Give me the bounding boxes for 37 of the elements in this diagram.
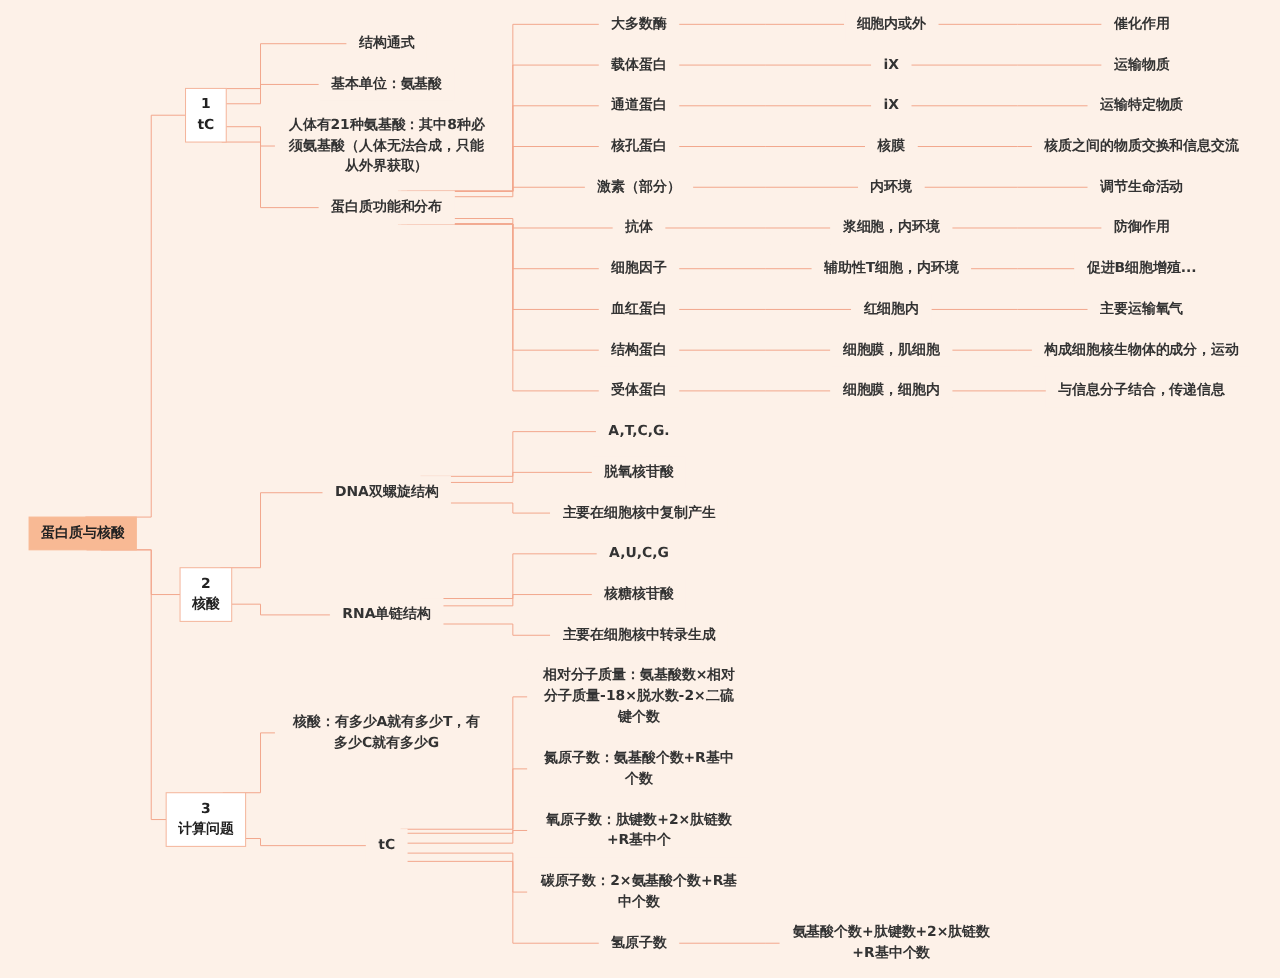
- connector: [678, 390, 832, 392]
- connector: [221, 141, 320, 209]
- connector: [231, 603, 331, 616]
- connector: [442, 623, 552, 636]
- connector: [678, 23, 846, 25]
- connector: [406, 830, 529, 844]
- connector: [449, 502, 552, 514]
- connector: [449, 471, 593, 483]
- connector: [453, 186, 586, 198]
- connector: [678, 64, 873, 66]
- connector: [678, 349, 832, 351]
- connector: [678, 268, 813, 270]
- connector: [225, 43, 348, 90]
- connector: [910, 64, 1103, 66]
- connector: [951, 349, 1033, 351]
- connector: [910, 105, 1089, 107]
- connector: [406, 768, 529, 834]
- connector: [406, 860, 600, 944]
- connector: [678, 146, 866, 148]
- connector: [225, 83, 320, 105]
- connector: [951, 390, 1047, 392]
- connector: [678, 308, 853, 310]
- connector: [406, 852, 529, 893]
- connector: [923, 186, 1089, 188]
- connector: [937, 23, 1103, 25]
- connector: [692, 186, 860, 188]
- connector: [442, 594, 593, 607]
- connector: [916, 146, 1033, 148]
- connector: [970, 268, 1076, 270]
- connector: [951, 227, 1103, 229]
- connector: [678, 105, 873, 107]
- connector: [930, 308, 1089, 310]
- connector: [245, 838, 367, 847]
- connector: [453, 218, 614, 229]
- connector: [678, 942, 781, 944]
- connector: [225, 126, 276, 147]
- connector: [664, 227, 832, 229]
